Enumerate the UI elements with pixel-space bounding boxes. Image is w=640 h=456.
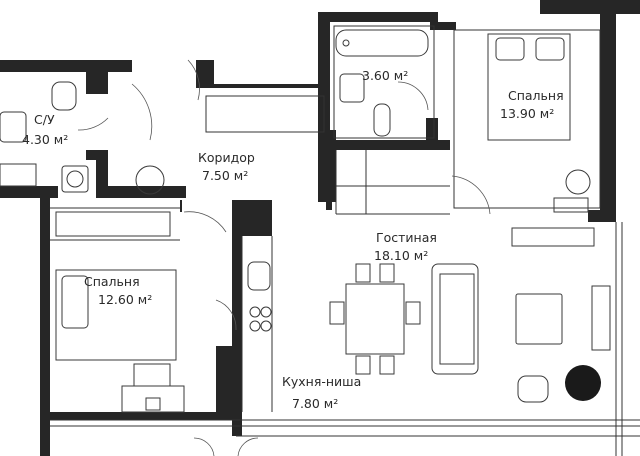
room-corridor-name: Коридор	[198, 150, 255, 165]
doors	[77, 59, 491, 456]
room-bedroom-right-area: 13.90 м²	[500, 106, 554, 121]
interior-lines	[50, 25, 640, 456]
room-kitchen-name: Кухня-ниша	[282, 374, 361, 389]
room-bathroom-left-area: 4.30 м²	[22, 132, 68, 147]
room-bedroom-right-name: Спальня	[508, 88, 564, 103]
room-bathroom-left-name: С/У	[34, 112, 55, 127]
room-kitchen-area: 7.80 м²	[292, 396, 338, 411]
room-labels: С/У 4.30 м² 3.60 м² Спальня 13.90 м² Кор…	[22, 68, 564, 411]
room-corridor-area: 7.50 м²	[202, 168, 248, 183]
room-living-area: 18.10 м²	[374, 248, 428, 263]
room-living-name: Гостиная	[376, 230, 437, 245]
room-bedroom-left-area: 12.60 м²	[98, 292, 152, 307]
furniture	[0, 29, 611, 413]
room-bedroom-left-name: Спальня	[84, 274, 140, 289]
room-bathroom-top-area: 3.60 м²	[362, 68, 408, 83]
